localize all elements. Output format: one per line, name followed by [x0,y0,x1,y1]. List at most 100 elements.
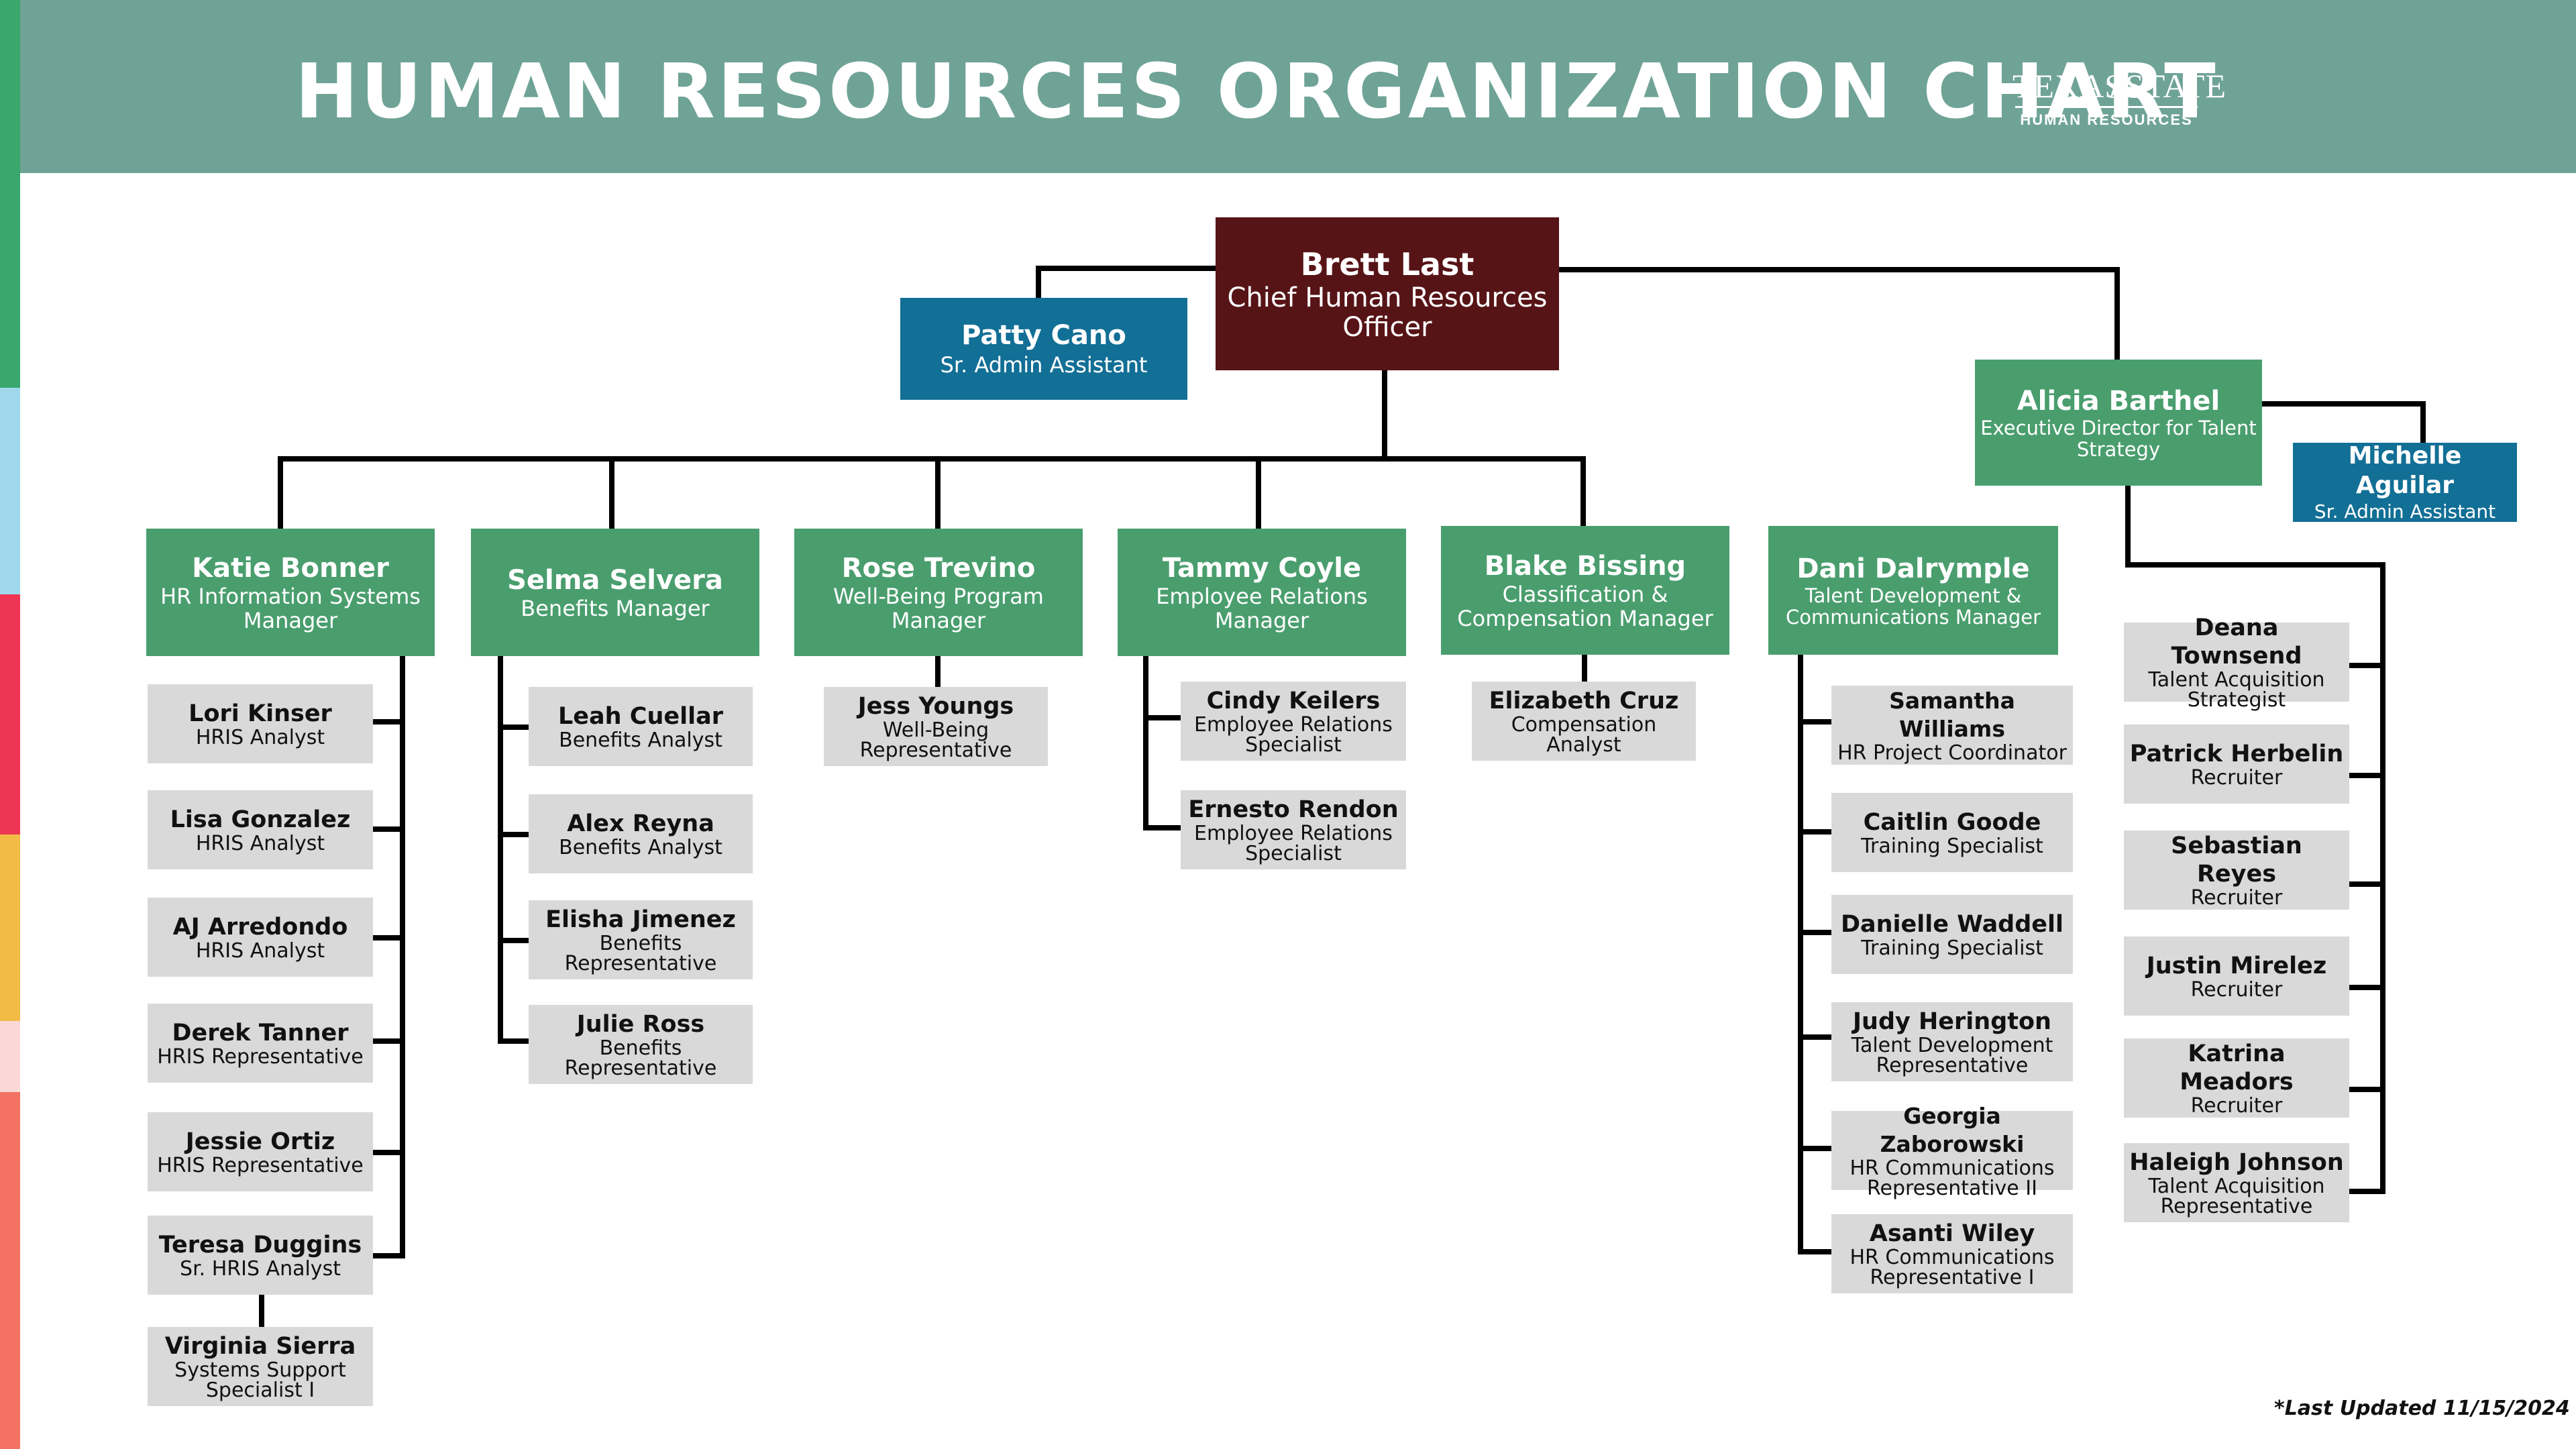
chief-admin-box: Patty Cano Sr. Admin Assistant [900,298,1187,400]
person-name: Samantha Williams [1889,688,2015,742]
person-name: Leah Cuellar [558,703,723,730]
stripe-yellow [0,835,20,1021]
person-title: Sr. HRIS Analyst [180,1257,341,1281]
person-name: Elizabeth Cruz [1489,688,1679,714]
person-name: Sebastian Reyes [2171,833,2302,888]
header-banner [20,0,2576,173]
person-name: Asanti Wiley [1869,1220,2035,1247]
person-title: Talent Development Representative [1851,1034,2053,1077]
person-title: Recruiter [2190,886,2283,910]
person-name: Deana Townsend [2171,614,2302,669]
staff-box: Julie Ross Benefits Representative [529,1005,753,1084]
person-title: Well-Being Representative [859,718,1012,762]
director-admin-box: Michelle Aguilar Sr. Admin Assistant [2293,442,2517,523]
connector-director-admin [2258,401,2426,445]
staff-box: Jess Youngs Well-Being Representative [824,687,1048,766]
stripe-blue [0,388,20,594]
person-name: Cindy Keilers [1206,688,1381,714]
connector-hris [259,652,405,1330]
connector-talent-acquisition [2125,483,2385,1194]
staff-box: Haleigh Johnson Talent Acquisition Repre… [2124,1143,2349,1222]
staff-box: Leah Cuellar Benefits Analyst [529,687,753,766]
star-icon: ★ [2104,69,2132,104]
connector-employee-relations [1143,652,1183,830]
person-title: HR Information Systems Manager [160,584,421,633]
staff-box: Danielle Waddell Training Specialist [1831,895,2073,974]
person-title: HRIS Analyst [195,726,325,749]
person-name: Ernesto Rendon [1188,796,1399,823]
person-name: AJ Arredondo [172,914,348,941]
person-name: Julie Ross [576,1011,705,1038]
connector-chief-director [1555,267,2120,362]
person-title: Recruiter [2190,1094,2283,1118]
staff-box: Lori Kinser HRIS Analyst [148,684,373,763]
staff-box: Virginia Sierra Systems Support Speciali… [148,1327,373,1406]
person-name: Selma Selvera [507,565,723,596]
manager-box: Blake Bissing Classification & Compensat… [1441,526,1729,655]
staff-box: Justin Mirelez Recruiter [2124,936,2349,1016]
person-title: Benefits Analyst [559,729,722,752]
person-title: Benefits Manager [521,596,710,621]
person-title: Talent Acquisition Representative [2148,1175,2325,1218]
person-title: Recruiter [2190,978,2283,1002]
logo-divider [2015,106,2198,108]
manager-box: Rose Trevino Well-Being Program Manager [794,529,1083,656]
page-title: HUMAN RESOURCES ORGANIZATION CHART [295,48,2218,136]
person-title: Talent Development & Communications Mana… [1785,584,2041,629]
person-name: Patrick Herbelin [2129,741,2344,767]
person-title: Sr. Admin Assistant [940,352,1148,378]
person-name: Jess Youngs [857,693,1014,720]
person-title: Benefits Representative [564,1036,717,1080]
person-name: Jessie Ortiz [185,1128,335,1155]
manager-box: Selma Selvera Benefits Manager [471,529,759,656]
person-title: HRIS Representative [157,1045,364,1069]
staff-box: Sebastian Reyes Recruiter [2124,830,2349,910]
person-name: Rose Trevino [841,553,1036,584]
connector-talent-development [1798,651,1834,1254]
staff-box: Elisha Jimenez Benefits Representative [529,900,753,979]
person-title: Training Specialist [1861,835,2043,858]
staff-box: Caitlin Goode Training Specialist [1831,793,2073,872]
connector-chief-admin [1036,266,1218,301]
stripe-red [0,594,20,835]
staff-box: Teresa Duggins Sr. HRIS Analyst [148,1216,373,1295]
staff-box: Katrina Meadors Recruiter [2124,1038,2349,1118]
person-title: Employee Relations Manager [1156,584,1368,633]
last-updated-note: *Last Updated 11/15/2024 [2274,1397,2570,1420]
person-name: Michelle Aguilar [2348,442,2462,499]
person-name: Katrina Meadors [2180,1040,2294,1095]
staff-box: AJ Arredondo HRIS Analyst [148,898,373,977]
staff-box: Cindy Keilers Employee Relations Special… [1181,682,1406,761]
person-name: Katie Bonner [192,553,389,584]
person-name: Blake Bissing [1484,551,1686,582]
person-name: Dani Dalrymple [1796,553,2030,584]
person-name: Caitlin Goode [1863,809,2041,836]
person-title: Chief Human Resources Officer [1227,282,1548,343]
person-title: Employee Relations Specialist [1194,822,1393,865]
staff-box: Alex Reyna Benefits Analyst [529,794,753,873]
person-name: Judy Herington [1853,1008,2051,1035]
staff-box: Ernesto Rendon Employee Relations Specia… [1181,790,1406,869]
person-title: Well-Being Program Manager [833,584,1044,633]
person-name: Georgia Zaborowski [1880,1103,2025,1157]
stripe-coral [0,1092,20,1449]
person-title: Benefits Analyst [559,836,722,859]
person-title: HRIS Analyst [195,939,325,963]
logo-word-state: STATE [2125,67,2226,105]
person-title: Systems Support Specialist I [174,1358,346,1402]
person-title: Executive Director for Talent Strategy [1980,417,2257,461]
person-title: Sr. Admin Assistant [2314,500,2496,523]
person-name: Alex Reyna [567,810,714,837]
staff-box: Derek Tanner HRIS Representative [148,1004,373,1083]
staff-box: Elizabeth Cruz Compensation Analyst [1472,682,1696,761]
staff-box: Judy Herington Talent Development Repres… [1831,1002,2073,1081]
staff-box: Georgia Zaborowski HR Communications Rep… [1831,1103,2073,1199]
person-title: HRIS Representative [157,1154,364,1177]
talent-director-box: Alicia Barthel Executive Director for Ta… [1975,360,2262,486]
person-name: Haleigh Johnson [2129,1149,2344,1176]
person-name: Elisha Jimenez [545,906,736,933]
person-name: Lisa Gonzalez [170,806,351,833]
manager-box: Dani Dalrymple Talent Development & Comm… [1768,526,2058,655]
person-name: Lori Kinser [189,700,332,727]
